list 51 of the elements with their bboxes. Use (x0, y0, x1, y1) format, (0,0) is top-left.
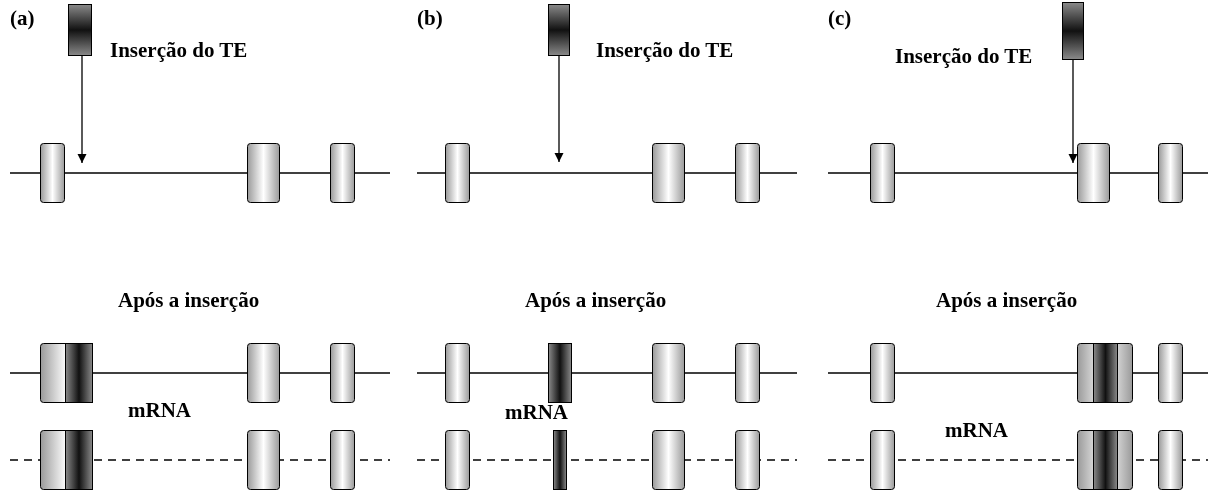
exon-box (870, 143, 895, 203)
exon-box (40, 430, 93, 490)
caption-text: Após a inserção (936, 290, 1078, 311)
exon-box (445, 430, 470, 490)
transposon-bar (548, 4, 570, 56)
mrna-label: mRNA (128, 400, 191, 421)
transposon-bar (68, 4, 92, 56)
exon-box (247, 430, 280, 490)
exon-box (652, 143, 685, 203)
exon-box (1158, 343, 1183, 403)
panel-letter: (b) (417, 8, 443, 29)
exon-box (247, 343, 280, 403)
transposon-bar (1093, 430, 1118, 490)
mrna-label: mRNA (945, 420, 1008, 441)
exon-box (40, 143, 65, 203)
exon-box (40, 343, 93, 403)
exon-box (445, 343, 470, 403)
exon-box (1158, 143, 1183, 203)
exon-box (1077, 143, 1110, 203)
exon-box (870, 430, 895, 490)
transposon-bar (65, 343, 93, 403)
arrow (1068, 59, 1078, 164)
exon-box (735, 343, 760, 403)
caption-text: Após a inserção (525, 290, 667, 311)
exon-box (652, 430, 685, 490)
arrow (77, 55, 87, 164)
panel-letter: (c) (828, 8, 852, 29)
transposon-bar (65, 430, 93, 490)
insertion-caption: Inserção do TE (596, 40, 734, 61)
exon-box (735, 143, 760, 203)
exon-box (1158, 430, 1183, 490)
transposon-bar (1093, 343, 1118, 403)
exon-box (1077, 430, 1133, 490)
panel-letter: (a) (10, 8, 35, 29)
exon-box (1077, 343, 1133, 403)
exon-box (330, 343, 355, 403)
exon-box (247, 143, 280, 203)
exon-box (735, 430, 760, 490)
insertion-caption: Inserção do TE (110, 40, 248, 61)
transposon-bar (553, 430, 567, 490)
exon-box (445, 143, 470, 203)
exon-box (330, 143, 355, 203)
mrna-label: mRNA (505, 402, 568, 423)
exon-box (330, 430, 355, 490)
exon-box (652, 343, 685, 403)
insertion-caption: Inserção do TE (895, 46, 1033, 67)
caption-text: Após a inserção (118, 290, 260, 311)
transposon-bar (548, 343, 572, 403)
arrow (554, 55, 564, 163)
transposon-bar (1062, 2, 1084, 60)
exon-box (870, 343, 895, 403)
